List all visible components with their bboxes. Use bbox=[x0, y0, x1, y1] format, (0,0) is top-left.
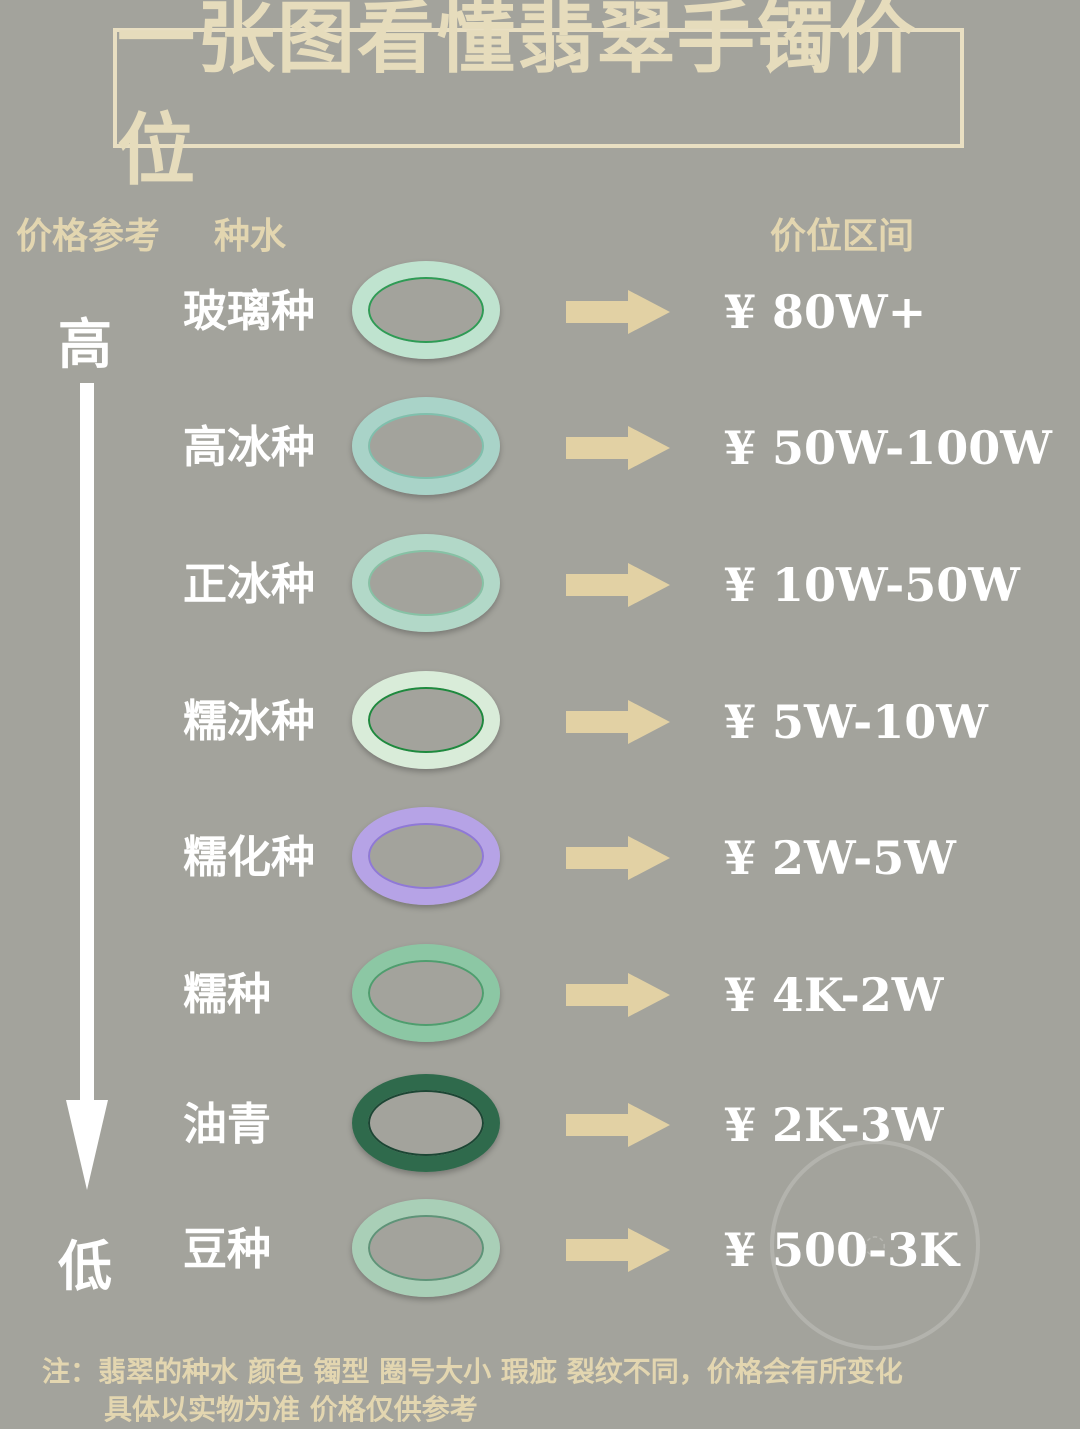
jade-type-name: 糯种 bbox=[183, 969, 271, 1020]
note-line-2: 具体以实物为准 价格仅供参考 bbox=[104, 1393, 478, 1426]
title-frame: 一张图看懂翡翠手镯价位 bbox=[113, 0, 964, 196]
price-range: ¥ 80W+ bbox=[724, 285, 927, 339]
header-price-range: 价位区间 bbox=[770, 216, 915, 257]
header-type: 种水 bbox=[214, 216, 287, 257]
header-price-reference: 价格参考 bbox=[16, 216, 161, 257]
bangle-image bbox=[352, 807, 500, 905]
watermark-seal: ◌ bbox=[770, 1140, 980, 1350]
bangle-image bbox=[352, 1199, 500, 1297]
bangle-image bbox=[352, 671, 500, 769]
bangle-image bbox=[352, 534, 500, 632]
right-arrow-icon bbox=[566, 563, 670, 607]
right-arrow-icon bbox=[566, 1103, 670, 1147]
down-arrow-icon bbox=[66, 1100, 108, 1190]
jade-row: 高冰种 ¥ 50W-100W bbox=[0, 383, 1080, 513]
jade-row: 玻璃种 ¥ 80W+ bbox=[0, 247, 1080, 377]
jade-type-name: 玻璃种 bbox=[183, 286, 315, 337]
jade-row: 油青 ¥ 2K-3W bbox=[0, 1060, 1080, 1190]
jade-type-name: 豆种 bbox=[183, 1224, 271, 1275]
right-arrow-icon bbox=[566, 426, 670, 470]
jade-row: 糯冰种 ¥ 5W-10W bbox=[0, 657, 1080, 787]
price-range: ¥ 2K-3W bbox=[724, 1098, 944, 1152]
bangle-image bbox=[352, 261, 500, 359]
jade-type-name: 高冰种 bbox=[183, 422, 315, 473]
jade-row: 糯种 ¥ 4K-2W bbox=[0, 930, 1080, 1060]
bangle-image bbox=[352, 944, 500, 1042]
jade-type-name: 糯化种 bbox=[183, 832, 315, 883]
jade-type-name: 糯冰种 bbox=[183, 696, 315, 747]
bangle-image bbox=[352, 397, 500, 495]
right-arrow-icon bbox=[566, 290, 670, 334]
note-line-1: 注：翡翠的种水 颜色 镯型 圈号大小 瑕疵 裂纹不同，价格会有所变化 bbox=[42, 1355, 903, 1388]
descending-axis-line bbox=[80, 383, 94, 1108]
level-low-label: 低 bbox=[58, 1235, 112, 1298]
right-arrow-icon bbox=[566, 1228, 670, 1272]
price-range: ¥ 2W-5W bbox=[724, 831, 956, 885]
page-title: 一张图看懂翡翠手镯价位 bbox=[117, 0, 918, 196]
jade-type-name: 正冰种 bbox=[183, 559, 315, 610]
bangle-image bbox=[352, 1074, 500, 1172]
jade-row: 糯化种 ¥ 2W-5W bbox=[0, 793, 1080, 923]
jade-type-name: 油青 bbox=[183, 1099, 271, 1150]
level-high-label: 高 bbox=[58, 313, 112, 376]
right-arrow-icon bbox=[566, 973, 670, 1017]
right-arrow-icon bbox=[566, 836, 670, 880]
price-range: ¥ 5W-10W bbox=[724, 695, 988, 749]
price-range: ¥ 4K-2W bbox=[724, 968, 944, 1022]
price-range: ¥ 10W-50W bbox=[724, 558, 1020, 612]
jade-row: 正冰种 ¥ 10W-50W bbox=[0, 520, 1080, 650]
right-arrow-icon bbox=[566, 700, 670, 744]
price-range: ¥ 50W-100W bbox=[724, 421, 1052, 475]
